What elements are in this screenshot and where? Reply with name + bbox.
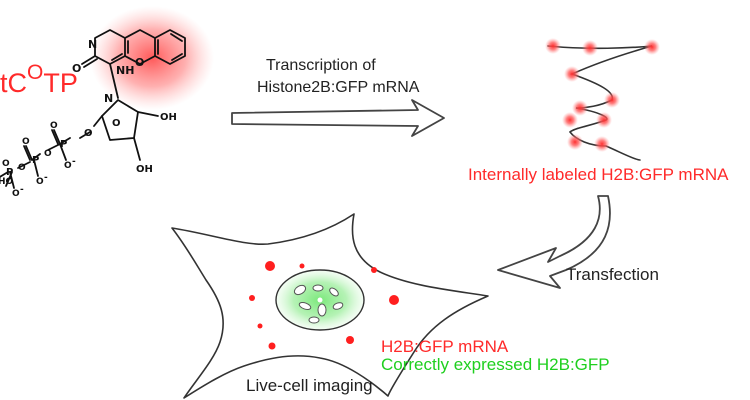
compound-label: tCOTP [0,62,78,98]
transcription-arrow [231,99,445,137]
atom-o-double-c: O [2,159,10,169]
cell-mrna-label: H2B:GFP mRNA [381,337,509,356]
transcription-label-line1: Transcription of [266,57,376,74]
oxazine-ring [124,29,156,65]
tco-nucleotide-structure: NH N N O O O OH OH O P P P O O HO O O O … [0,6,214,199]
compound-label-superscript: O [27,61,44,84]
atom-o-bridge2: O [18,163,26,173]
labeled-mrna-strand [545,38,660,161]
atom-ho: HO [0,177,14,187]
mrna-dot [594,136,610,152]
atom-o-double-b: O [22,137,30,147]
atom-oh-upper: OH [160,112,177,123]
atom-o-link: O [84,128,93,139]
atom-n1: N [88,38,97,51]
transfection-arrow [497,195,611,289]
atom-o-double-a: O [50,121,58,131]
mrna-dot [644,39,660,55]
atom-p-alpha: P [60,139,67,150]
atom-nh: NH [116,64,134,77]
mrna-dot [572,100,588,116]
mrna-dot [562,112,578,128]
charge-minus-c: - [20,185,24,195]
atom-p-gamma: P [6,167,13,178]
mrna-dot [564,66,580,82]
atom-o-minus-b: O [36,177,44,187]
mrna-fluorophore-dots [545,38,660,152]
mrna-dot [604,92,620,108]
atom-o-ring: O [135,56,144,69]
nucleus-center-dot [317,297,323,303]
atom-p-beta: P [32,155,39,166]
atom-oh-lower: OH [136,164,153,175]
atom-o-minus-c: O [12,189,20,199]
pyrimidine-ring [94,29,126,65]
labeled-mrna-label: Internally labeled H2B:GFP mRNA [468,165,729,184]
mrna-dot [596,112,612,128]
mrna-dot [567,134,583,150]
mrna-dot [545,38,561,54]
cell [171,213,489,399]
atom-o-minus-a: O [64,161,72,171]
atom-o-sugar: O [112,118,121,129]
transfection-label: Transfection [566,265,659,284]
compound-label-prefix: tC [0,68,27,98]
mrna-dot [582,40,598,56]
transcription-label-line2: Histone2B:GFP mRNA [257,79,420,96]
charge-minus-b: - [44,173,48,183]
ribose-ring [101,99,139,141]
atom-o-carbonyl: O [72,62,81,75]
charge-minus-a: - [72,157,76,167]
imaging-label: Live-cell imaging [246,376,373,395]
atom-o-bridge1: O [44,149,52,159]
compound-label-suffix: TP [43,68,78,98]
atom-n2: N [104,92,113,105]
expressed-protein-label: Correctly expressed H2B:GFP [381,355,610,374]
chromatin [293,284,344,324]
cell-mrna-dots [249,261,399,350]
